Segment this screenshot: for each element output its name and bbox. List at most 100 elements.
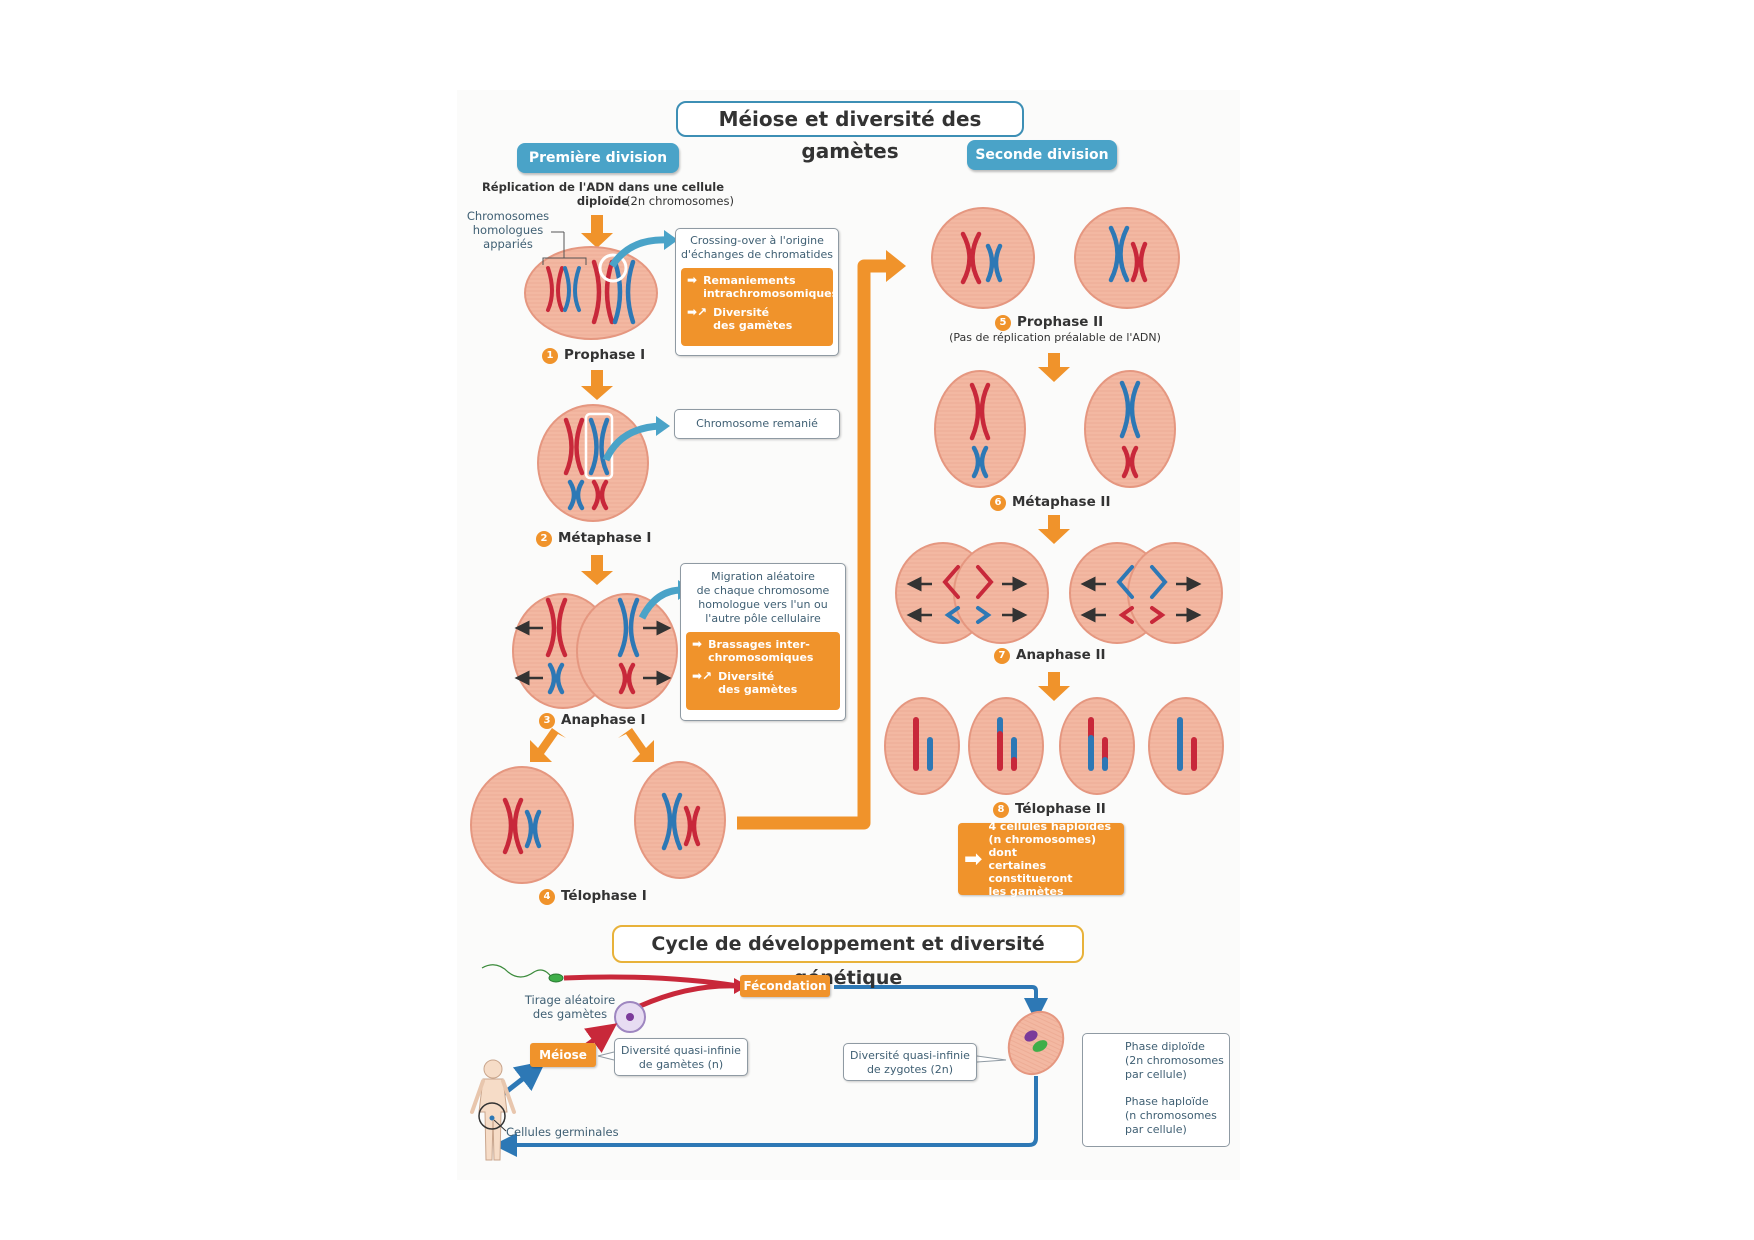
red-haploid-arrow — [638, 983, 739, 1009]
homolog-label: Chromosomes homologues appariés — [464, 209, 552, 251]
orange-down-arrow — [581, 370, 613, 400]
increase-arrow-icon: ➡↗ — [692, 669, 713, 683]
haploid-result-box: ➡ 4 cellules haploïdes (n chromosomes) d… — [958, 820, 1124, 898]
blue-callout-arrow — [638, 586, 683, 620]
migration-consequences: ➡ Brassages inter-chromosomiques ➡↗ Dive… — [686, 632, 840, 710]
stage-number-badge: 8 — [993, 802, 1009, 818]
stage-name: Télophase I — [561, 888, 647, 904]
blue-diploid-loop — [834, 985, 1048, 1022]
blue-callout-arrow — [602, 422, 661, 462]
orange-diagonal-arrow-right — [618, 728, 654, 762]
stage-number-badge: 2 — [536, 531, 552, 547]
stage-name: Métaphase II — [1012, 494, 1111, 510]
metaphase-ii-cell-left — [934, 370, 1026, 488]
prophase-ii-cell-left — [931, 207, 1035, 309]
meiose-label: Méiose — [530, 1043, 596, 1067]
germinal-cells-label: Cellules germinales — [506, 1125, 619, 1139]
stage-name: Métaphase I — [558, 530, 652, 546]
gametes-diversity-callout: Diversité quasi-infinie de gamètes (n) — [614, 1038, 748, 1076]
arrow-right-icon: ➡ — [687, 273, 698, 287]
legend-text: par cellule) — [1125, 1068, 1187, 1081]
anaphase-ii-cell-right — [1069, 542, 1223, 644]
stage-number-badge: 6 — [990, 495, 1006, 511]
orange-connector-arrow — [737, 259, 890, 830]
red-haploid-arrow — [563, 974, 739, 989]
migration-line: de chaque chromosome — [696, 584, 830, 597]
phase-legend: Phase diploïde (2n chromosomes par cellu… — [1082, 1033, 1230, 1147]
legend-item-haploid: Phase haploïde (n chromosomes par cellul… — [1125, 1095, 1217, 1137]
zygotes-diversity-line: de zygotes (2n) — [866, 1063, 954, 1076]
telophase-ii-cell-2 — [968, 697, 1044, 795]
legend-text: Phase haploïde — [1125, 1095, 1209, 1108]
telophase-ii-cell-1 — [884, 697, 960, 795]
orange-down-arrow — [1038, 672, 1070, 701]
metaphase-ii-cell-right — [1084, 370, 1176, 488]
bullet-text: Diversité — [713, 306, 770, 319]
legend-text: Phase diploïde — [1125, 1040, 1205, 1053]
bullet-text: des gamètes — [718, 683, 798, 696]
stage-number-badge: 5 — [995, 315, 1011, 331]
migration-callout: Migration aléatoire de chaque chromosome… — [680, 563, 846, 721]
homolog-label-line: Chromosomes — [466, 209, 550, 223]
dna-replication-text: Réplication de l'ADN dans une cellule di… — [481, 180, 725, 208]
legend-text: (2n chromosomes — [1125, 1054, 1224, 1067]
crossing-line-1: Crossing-over à l'origine — [690, 234, 824, 247]
stage-name: Anaphase II — [1016, 647, 1106, 663]
bullet-text: Diversité — [718, 670, 775, 683]
bullet-text: des gamètes — [713, 319, 793, 332]
result-line: (n chromosomes) dont — [988, 833, 1097, 859]
metaphase-i-cell — [537, 404, 649, 522]
stage-number-badge: 7 — [994, 648, 1010, 664]
prophase-i-cell — [524, 231, 658, 340]
second-division-label: Seconde division — [967, 140, 1117, 170]
orange-down-arrow — [581, 215, 613, 248]
blue-callout-arrow — [609, 236, 669, 269]
zygotes-diversity-line: Diversité quasi-infinie — [850, 1049, 970, 1062]
migration-line: homologue vers l'un ou — [698, 598, 828, 611]
legend-item-diploid: Phase diploïde (2n chromosomes par cellu… — [1125, 1040, 1224, 1082]
arrow-right-icon: ➡ — [964, 846, 983, 872]
dna-replication-subtext: (2n chromosomes) — [626, 194, 734, 208]
stage-number-badge: 4 — [539, 889, 555, 905]
gametes-diversity-line: de gamètes (n) — [638, 1058, 724, 1071]
orange-down-arrow — [1038, 353, 1070, 382]
homolog-label-line: appariés — [483, 237, 533, 251]
orange-down-arrow — [581, 555, 613, 585]
migration-line: l'autre pôle cellulaire — [705, 612, 821, 625]
first-division-label: Première division — [517, 143, 679, 173]
telophase-i-cell-right — [634, 761, 726, 879]
cycle-title: Cycle de développement et diversité géné… — [612, 925, 1084, 989]
legend-text: par cellule) — [1125, 1123, 1187, 1136]
ovum-cell — [614, 1001, 646, 1033]
main-title: Méiose et diversité des gamètes — [676, 101, 1024, 163]
chromosome-remanie-callout: Chromosome remanié — [674, 409, 840, 439]
bullet-text: Remaniements — [703, 274, 796, 287]
orange-down-arrow — [1038, 515, 1070, 544]
human-figure-icon — [470, 1059, 516, 1161]
crossing-over-callout: Crossing-over à l'origine d'échanges de … — [675, 228, 839, 356]
random-draw-line: des gamètes — [532, 1007, 608, 1021]
stage-telophase-i: 4 Télophase I — [539, 888, 647, 905]
bullet-text: chromosomiques — [708, 651, 814, 664]
anaphase-ii-cell-left — [895, 542, 1049, 644]
stage-name: Anaphase I — [561, 712, 646, 728]
bullet-text: Brassages inter- — [708, 638, 810, 651]
zygotes-diversity-callout: Diversité quasi-infinie de zygotes (2n) — [843, 1043, 977, 1081]
migration-line: Migration aléatoire — [711, 570, 815, 583]
homolog-label-line: homologues — [472, 223, 544, 237]
blue-diploid-loop — [493, 1076, 1038, 1157]
fecondation-label: Fécondation — [740, 975, 830, 997]
orange-diagonal-arrow-left — [530, 728, 566, 762]
crossing-line-2: d'échanges de chromatides — [680, 248, 834, 261]
stage-number-badge: 1 — [542, 348, 558, 364]
sperm-cell — [481, 964, 564, 983]
arrow-right-icon: ➡ — [692, 637, 703, 651]
result-line: 4 cellules haploïdes — [988, 820, 1111, 833]
legend-text: (n chromosomes — [1125, 1109, 1217, 1122]
stage-metaphase-ii: 6 Métaphase II — [990, 494, 1110, 511]
